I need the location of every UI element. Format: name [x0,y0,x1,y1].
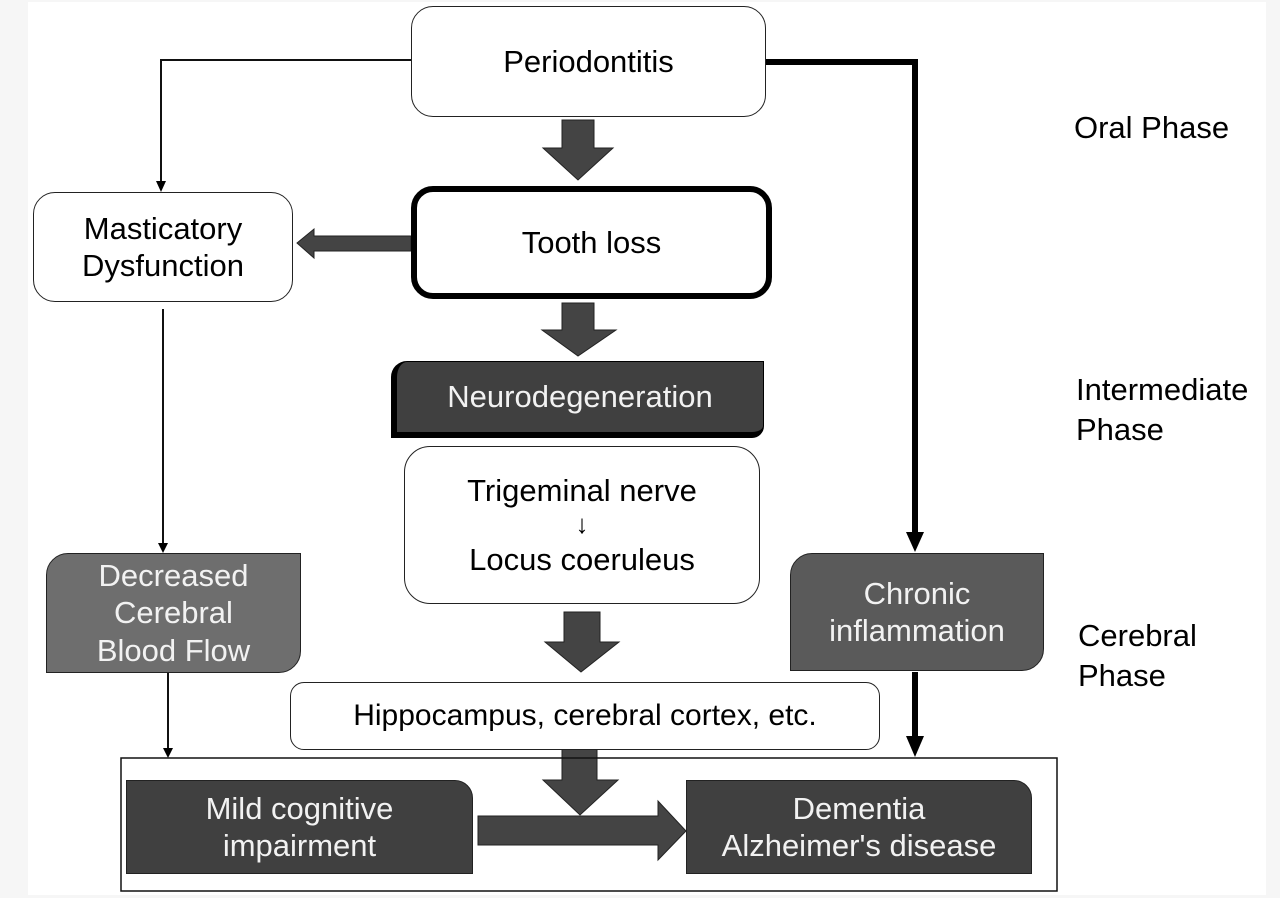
node-label: Periodontitis [503,43,674,79]
arrowhead [906,532,924,552]
node-mild-cognitive-impairment: Mild cognitive impairment [126,780,473,874]
phase-label-intermediate: Intermediate Phase [1076,370,1248,451]
node-masticatory-dysfunction: Masticatory Dysfunction [33,192,293,302]
arrowhead [158,543,168,553]
node-decreased-cerebral-blood-flow: Decreased Cerebral Blood Flow [46,553,301,673]
block-arrow-locus-hippocampus [543,611,621,673]
node-label-line: inflammation [829,613,1005,648]
node-label-line: Decreased [98,558,249,594]
node-label-line: Mild cognitive [205,790,394,826]
node-chronic-inflammation: Chronic inflammation [790,553,1044,671]
node-trigeminal-locus: Trigeminal nerve ↓ Locus coeruleus [404,446,760,604]
outcome-group-frame [120,757,1058,892]
diagram-canvas: Periodontitis Tooth loss Masticatory Dys… [28,2,1266,895]
edge-periodontitis-masticatory [160,59,411,183]
phase-text: Phase [1078,658,1166,694]
node-periodontitis: Periodontitis [411,6,766,117]
block-arrow-hippocampus-dementia [541,747,620,816]
node-label-line: Trigeminal nerve [467,473,697,509]
block-arrow-toothloss-masticatory [296,227,412,260]
node-label-line: Chronic [863,575,971,611]
node-arrow-glyph: ↓ [575,509,589,540]
block-arrow-toothloss-neuro [540,302,618,357]
block-arrow-mci-dementia [477,799,687,862]
node-label: Tooth loss [521,224,662,260]
block-arrow-periodontitis-toothloss [541,119,615,181]
arrowhead [156,181,166,192]
node-label-line: Dementia [792,790,926,826]
phase-text: Cerebral [1078,618,1197,653]
phase-label-oral: Oral Phase [1074,108,1229,148]
phase-text: Intermediate [1076,372,1249,407]
phase-text: Oral Phase [1074,110,1230,145]
node-label-line: Cerebral [114,595,233,631]
node-neurodegeneration: Neurodegeneration [391,361,764,438]
phase-label-cerebral: Cerebral Phase [1078,616,1197,697]
arrowhead [163,748,173,758]
node-label-line: impairment [222,828,377,863]
edge-periodontitis-inflammation [765,59,918,536]
connectors [120,59,1058,892]
node-label-line: Alzheimer's disease [721,828,997,863]
phase-text: Phase [1076,412,1164,448]
node-label: Hippocampus, cerebral cortex, etc. [353,699,817,732]
node-label-line: Blood Flow [96,632,251,668]
node-label-line: Masticatory [83,210,243,246]
node-dementia-alzheimers: Dementia Alzheimer's disease [686,780,1032,874]
arrowhead [906,736,924,757]
node-tooth-loss: Tooth loss [411,186,772,299]
node-hippocampus-cortex: Hippocampus, cerebral cortex, etc. [290,682,880,750]
node-label: Neurodegeneration [447,379,713,415]
node-label-line: Dysfunction [82,248,244,283]
node-label-line: Locus coeruleus [469,541,695,577]
